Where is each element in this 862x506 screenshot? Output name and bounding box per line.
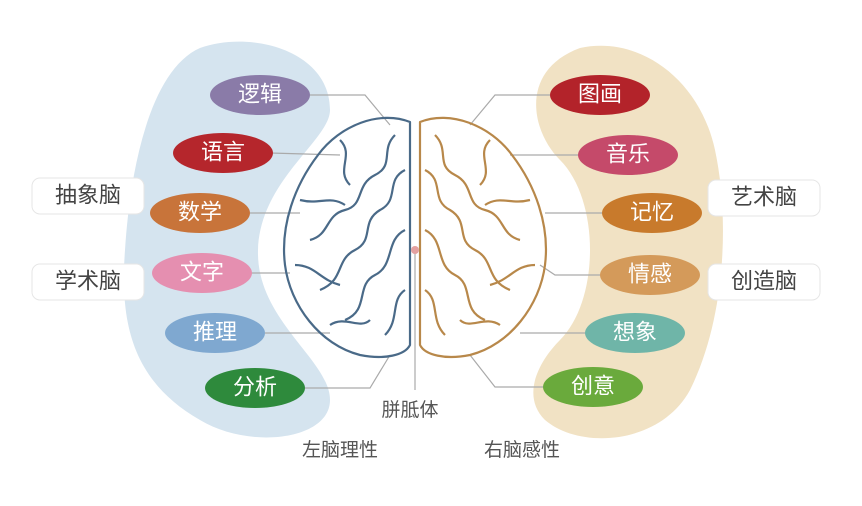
pill-right-2: 记忆: [602, 193, 702, 233]
side-label-academic: 学术脑: [55, 270, 121, 295]
pill-shape: [543, 367, 643, 407]
pill-left-4: 推理: [165, 313, 265, 353]
pill-label: 分析: [233, 376, 277, 401]
connector-lines: [250, 94, 605, 390]
pill-label: 想象: [613, 321, 657, 346]
pill-right-0: 图画: [550, 75, 650, 115]
side-label-creative: 创造脑: [731, 270, 797, 295]
pill-shape: [150, 193, 250, 233]
pill-label: 逻辑: [238, 83, 282, 108]
corpus-callosum-marker: [411, 246, 419, 254]
right-side-labels: 艺术脑 创造脑: [707, 179, 821, 301]
pill-shape: [165, 313, 265, 353]
pill-label: 记忆: [630, 201, 674, 226]
pill-shape: [210, 75, 310, 115]
pill-label: 情感: [628, 263, 672, 288]
pill-shape: [585, 313, 685, 353]
pill-shape: [578, 135, 678, 175]
pill-left-0: 逻辑: [210, 75, 310, 115]
pill-shape: [602, 193, 702, 233]
left-brain-caption: 左脑理性: [302, 439, 378, 461]
pill-right-1: 音乐: [578, 135, 678, 175]
pill-left-3: 文字: [152, 253, 252, 293]
pill-label: 图画: [578, 83, 622, 108]
right-brain-caption: 右脑感性: [484, 439, 560, 461]
pill-left-1: 语言: [173, 133, 273, 173]
corpus-callosum-label: 胼胝体: [381, 399, 438, 421]
pill-right-4: 想象: [585, 313, 685, 353]
pill-shape: [205, 368, 305, 408]
side-label-art: 艺术脑: [731, 186, 797, 211]
pill-right-3: 情感: [600, 255, 700, 295]
pill-shape: [173, 133, 273, 173]
pill-label: 数学: [178, 201, 222, 226]
left-side-labels: 抽象脑 学术脑: [31, 177, 145, 301]
pill-shape: [600, 255, 700, 295]
pill-right-5: 创意: [543, 367, 643, 407]
side-label-abstract: 抽象脑: [55, 184, 121, 209]
pill-shape: [550, 75, 650, 115]
right-hemisphere: [418, 116, 547, 359]
pill-label: 语言: [201, 141, 245, 166]
pill-left-5: 分析: [205, 368, 305, 408]
pill-shape: [152, 253, 252, 293]
pill-label: 音乐: [606, 143, 650, 168]
pill-label: 文字: [180, 261, 224, 286]
pill-label: 推理: [193, 321, 237, 346]
pill-label: 创意: [571, 375, 615, 400]
pill-left-2: 数学: [150, 193, 250, 233]
left-hemisphere: [283, 116, 412, 359]
